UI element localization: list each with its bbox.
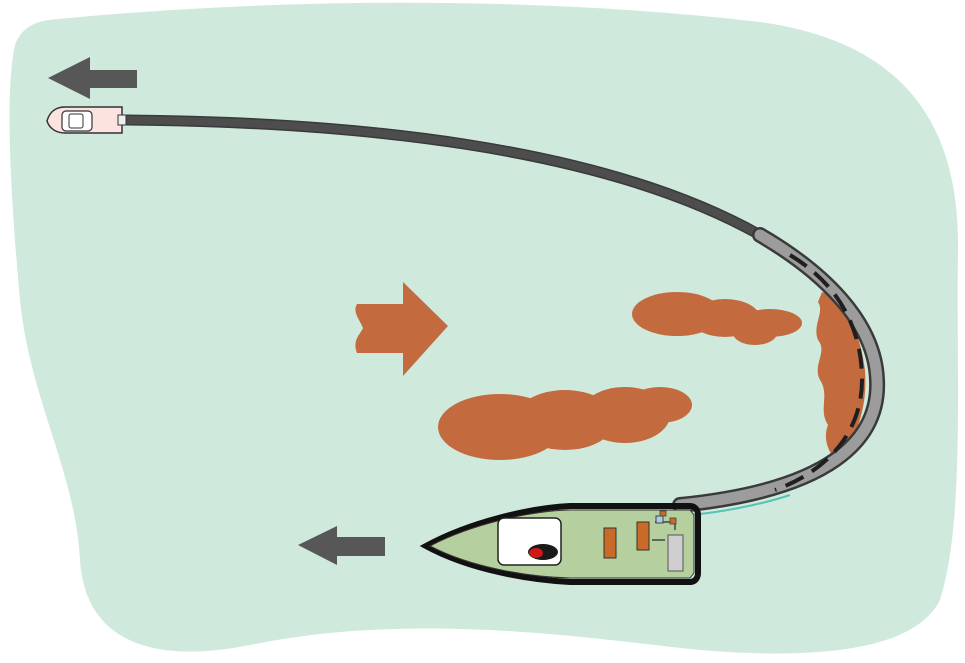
tow-boat-icon [47,107,126,133]
